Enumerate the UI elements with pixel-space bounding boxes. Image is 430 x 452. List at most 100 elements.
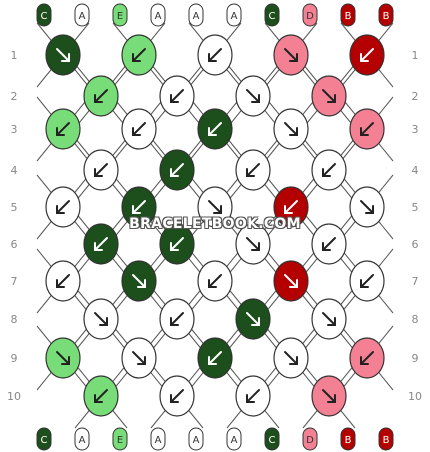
knot bbox=[311, 298, 347, 340]
string-label: A bbox=[226, 427, 242, 451]
knot bbox=[83, 298, 119, 340]
svg-text:A: A bbox=[231, 435, 238, 446]
arrow-icon bbox=[360, 48, 374, 62]
arrow-icon bbox=[284, 351, 298, 365]
row-number: 2 bbox=[412, 90, 419, 103]
svg-text:C: C bbox=[269, 11, 276, 22]
svg-text:D: D bbox=[306, 11, 314, 22]
knot bbox=[45, 337, 81, 379]
knot bbox=[83, 375, 119, 417]
arrow-icon bbox=[170, 312, 184, 326]
arrow-icon bbox=[360, 200, 374, 214]
svg-text:B: B bbox=[345, 11, 352, 22]
row-number: 6 bbox=[11, 238, 18, 251]
knot bbox=[159, 149, 195, 191]
row-number: 8 bbox=[412, 313, 419, 326]
row-number: 1 bbox=[412, 49, 419, 62]
arrow-icon bbox=[132, 122, 146, 136]
knot bbox=[83, 223, 119, 265]
knot bbox=[235, 375, 271, 417]
arrow-icon bbox=[132, 274, 146, 288]
svg-text:B: B bbox=[345, 435, 352, 446]
arrow-icon bbox=[94, 312, 108, 326]
arrow-icon bbox=[170, 163, 184, 177]
knot bbox=[45, 34, 81, 76]
string-label: B bbox=[378, 3, 394, 27]
knot bbox=[349, 337, 385, 379]
knot bbox=[349, 260, 385, 302]
svg-text:A: A bbox=[155, 435, 162, 446]
watermark: BRACELETBOOK.COM bbox=[129, 216, 301, 232]
svg-text:C: C bbox=[41, 435, 48, 446]
knot bbox=[121, 186, 157, 228]
knot bbox=[197, 34, 233, 76]
arrow-icon bbox=[56, 200, 70, 214]
arrow-icon bbox=[246, 389, 260, 403]
knot bbox=[159, 223, 195, 265]
knot bbox=[197, 260, 233, 302]
row-number: 5 bbox=[11, 201, 18, 214]
row-number: 5 bbox=[412, 201, 419, 214]
string-label: C bbox=[264, 3, 280, 27]
knot bbox=[273, 34, 309, 76]
arrow-icon bbox=[94, 389, 108, 403]
string-label: A bbox=[188, 427, 204, 451]
arrow-icon bbox=[322, 312, 336, 326]
svg-text:C: C bbox=[41, 11, 48, 22]
arrow-icon bbox=[246, 163, 260, 177]
string-label: B bbox=[340, 427, 356, 451]
arrow-icon bbox=[246, 237, 260, 251]
string-label: D bbox=[302, 427, 318, 451]
knot bbox=[197, 337, 233, 379]
knot bbox=[235, 75, 271, 117]
knot bbox=[159, 298, 195, 340]
knot bbox=[273, 337, 309, 379]
knot bbox=[121, 108, 157, 150]
arrow-icon bbox=[94, 163, 108, 177]
row-number: 3 bbox=[412, 123, 419, 136]
knot bbox=[83, 149, 119, 191]
arrow-icon bbox=[360, 351, 374, 365]
arrow-icon bbox=[208, 200, 222, 214]
arrow-icon bbox=[322, 389, 336, 403]
knot bbox=[159, 375, 195, 417]
svg-text:D: D bbox=[306, 435, 314, 446]
knot bbox=[235, 149, 271, 191]
knot bbox=[159, 75, 195, 117]
row-number: 10 bbox=[7, 390, 21, 403]
row-number: 7 bbox=[412, 275, 419, 288]
knot bbox=[121, 34, 157, 76]
svg-text:A: A bbox=[79, 435, 86, 446]
knot bbox=[83, 75, 119, 117]
knot bbox=[349, 34, 385, 76]
row-number: 1 bbox=[11, 49, 18, 62]
knot bbox=[197, 186, 233, 228]
knot bbox=[273, 260, 309, 302]
string-label: A bbox=[150, 427, 166, 451]
svg-text:C: C bbox=[269, 435, 276, 446]
string-label: A bbox=[188, 3, 204, 27]
svg-text:A: A bbox=[193, 435, 200, 446]
arrow-icon bbox=[56, 122, 70, 136]
arrow-icon bbox=[322, 163, 336, 177]
knot bbox=[197, 108, 233, 150]
svg-text:B: B bbox=[383, 435, 390, 446]
knot bbox=[311, 149, 347, 191]
arrow-icon bbox=[56, 351, 70, 365]
string-label: C bbox=[36, 3, 52, 27]
knot bbox=[121, 260, 157, 302]
string-label: A bbox=[74, 427, 90, 451]
knot bbox=[349, 186, 385, 228]
knot bbox=[273, 108, 309, 150]
svg-text:A: A bbox=[79, 11, 86, 22]
svg-text:A: A bbox=[231, 11, 238, 22]
row-number: 2 bbox=[11, 90, 18, 103]
arrow-icon bbox=[208, 48, 222, 62]
svg-text:A: A bbox=[193, 11, 200, 22]
arrow-icon bbox=[284, 200, 298, 214]
arrow-icon bbox=[208, 351, 222, 365]
knot bbox=[273, 186, 309, 228]
arrow-icon bbox=[284, 122, 298, 136]
arrow-icon bbox=[246, 312, 260, 326]
